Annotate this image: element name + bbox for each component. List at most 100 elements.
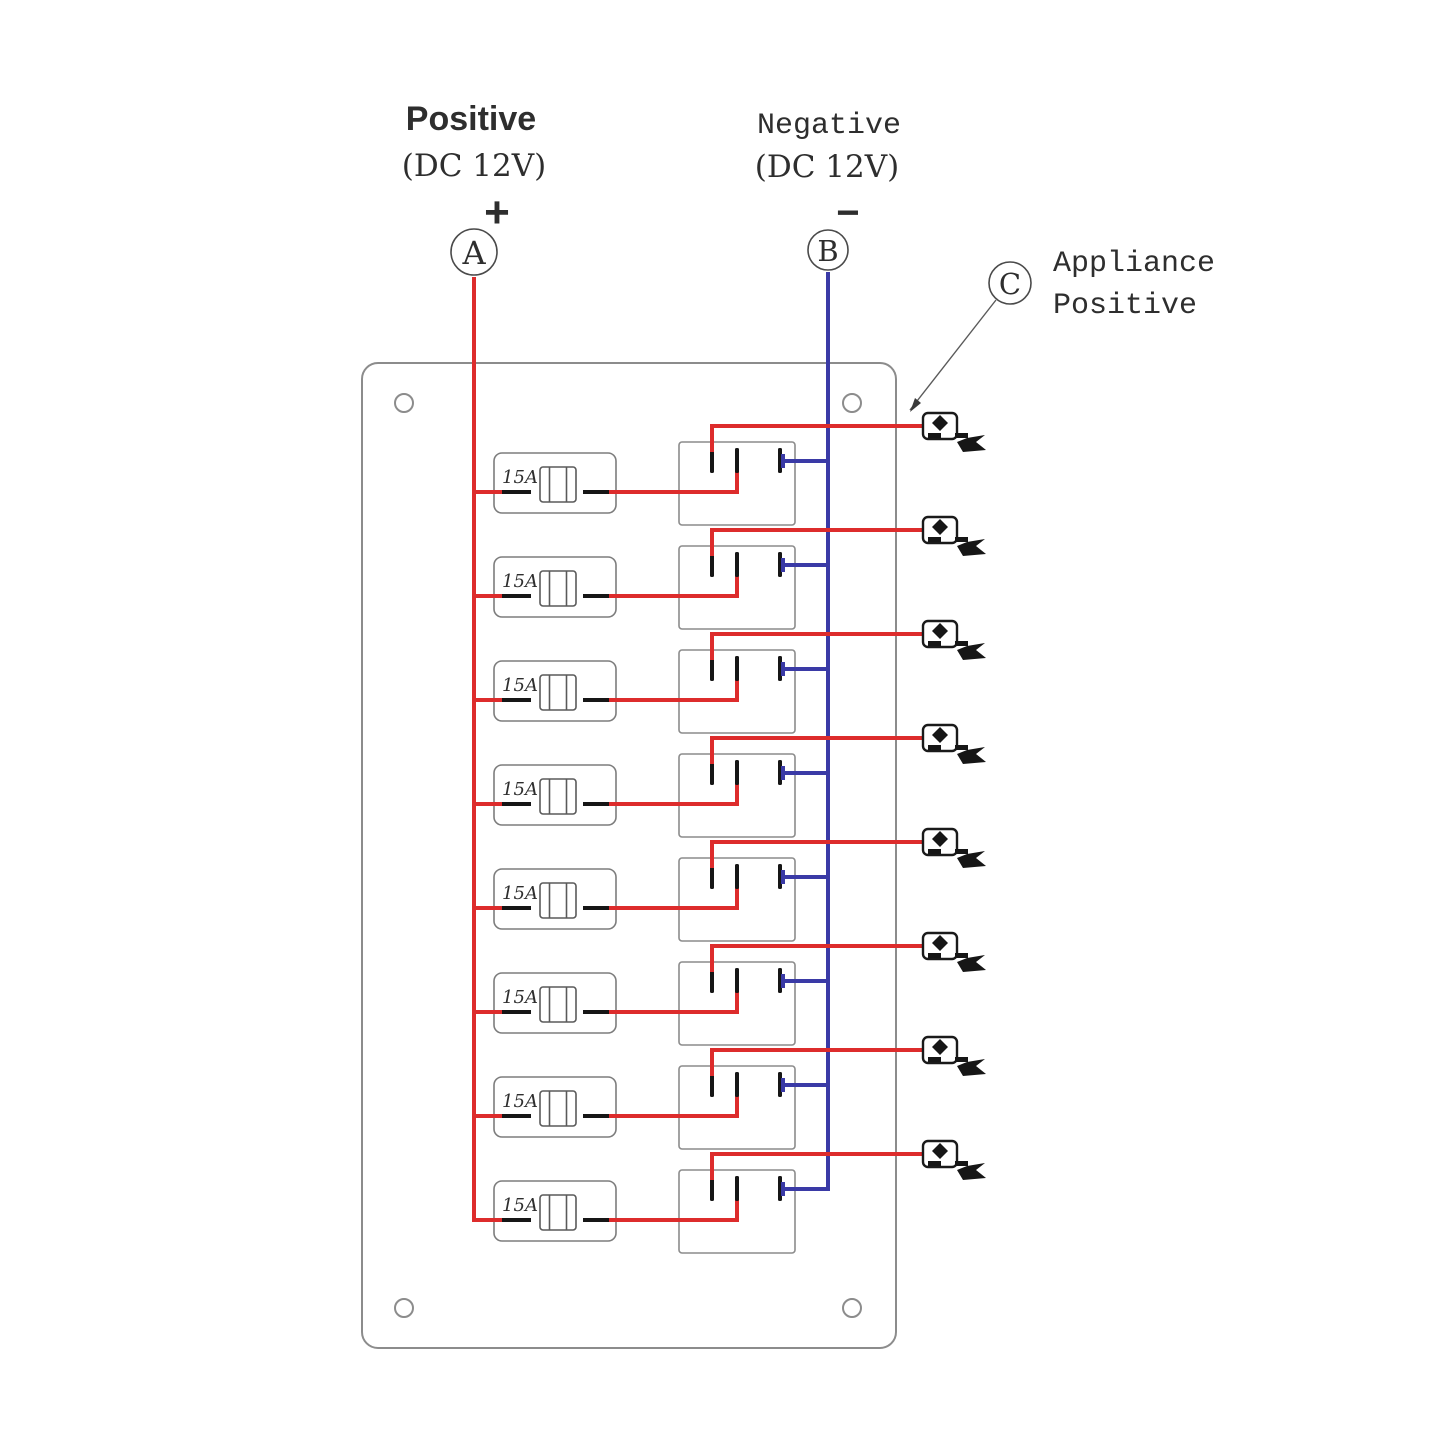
appliance-label-line1: Appliance	[1053, 247, 1215, 281]
spade-arm	[955, 641, 968, 646]
mounting-hole-icon	[394, 393, 414, 413]
spade-terminal-icon	[957, 435, 986, 452]
circuit-row: 15A	[473, 723, 986, 838]
circuit-rows-layer: 15A 15A	[473, 411, 986, 1254]
switch-to-appliance-wire	[710, 840, 925, 868]
negative-source-label-group: Negative (DC 12V) − B	[755, 109, 901, 271]
mounting-hole-icon	[842, 1298, 862, 1318]
leader-line	[909, 299, 997, 411]
terminal-contact-bar	[928, 1057, 941, 1062]
mounting-hole-icon	[842, 393, 862, 413]
switch-contact-bar	[735, 1176, 739, 1201]
fuse-rating-label: 15A	[502, 779, 538, 800]
switch-contact-bar	[710, 1072, 714, 1097]
switch-contact-bar	[710, 864, 714, 889]
terminal-diamond-icon	[932, 935, 948, 951]
fuse-to-switch-wire	[609, 782, 739, 806]
switch-contact-bar	[735, 552, 739, 577]
spade-terminal-icon	[957, 643, 986, 660]
fuse-rating-label: 15A	[502, 987, 538, 1008]
mounting-hole-icon	[394, 1298, 414, 1318]
positive-voltage-label: (DC 12V)	[402, 148, 546, 184]
switch-to-appliance-wire	[710, 424, 925, 452]
circuit-row: 15A	[473, 515, 986, 630]
circuit-row: 15A	[473, 931, 986, 1046]
switch-contact-bar	[735, 968, 739, 993]
appliance-label-line2: Positive	[1053, 289, 1197, 323]
spade-terminal-icon	[957, 1059, 986, 1076]
switch-contact-bar	[735, 448, 739, 473]
node-a-marker	[450, 228, 498, 276]
spade-arm	[955, 745, 968, 750]
fuse-to-switch-wire	[609, 1198, 739, 1222]
spade-arm	[955, 1161, 968, 1166]
fuse-symbol	[539, 778, 577, 815]
fuse-symbol	[539, 466, 577, 503]
fuse-to-switch-wire	[609, 886, 739, 910]
switch-contact-bar	[710, 656, 714, 681]
spade-terminal-icon	[957, 539, 986, 556]
node-c-marker	[988, 261, 1032, 305]
switch-contact-bar	[735, 760, 739, 785]
node-a-letter: A	[461, 234, 486, 272]
terminal-contact-bar	[928, 849, 941, 854]
spade-arm	[955, 433, 968, 438]
fuse-symbol	[539, 570, 577, 607]
terminal-diamond-icon	[932, 519, 948, 535]
spade-terminal-icon	[957, 851, 986, 868]
switch-contact-bar	[710, 968, 714, 993]
switch-contact-bar	[710, 1176, 714, 1201]
switch-to-appliance-wire	[710, 1048, 925, 1076]
fuse-symbol	[539, 1194, 577, 1231]
leader-arrowhead-icon	[910, 398, 921, 412]
fuse-rating-label: 15A	[502, 467, 538, 488]
plus-symbol: +	[484, 188, 510, 237]
spade-arm	[955, 849, 968, 854]
fuse-to-switch-wire	[609, 678, 739, 702]
negative-voltage-label: (DC 12V)	[755, 149, 899, 185]
terminal-diamond-icon	[932, 415, 948, 431]
switch-to-appliance-wire	[710, 736, 925, 764]
switch-to-appliance-wire	[710, 632, 925, 660]
circuit-row: 15A	[473, 827, 986, 942]
negative-label: Negative	[757, 109, 901, 143]
terminal-diamond-icon	[932, 727, 948, 743]
fuse-rating-label: 15A	[502, 571, 538, 592]
node-c-letter: C	[999, 267, 1021, 301]
fuse-rating-label: 15A	[502, 1195, 538, 1216]
switch-contact-bar	[710, 760, 714, 785]
spade-terminal-icon	[957, 747, 986, 764]
terminal-diamond-icon	[932, 831, 948, 847]
fuse-symbol	[539, 1090, 577, 1127]
spade-arm	[955, 953, 968, 958]
fuse-to-switch-wire	[609, 1094, 739, 1118]
fuse-to-switch-wire	[609, 574, 739, 598]
fuse-rating-label: 15A	[502, 883, 538, 904]
switch-contact-bar	[710, 552, 714, 577]
terminal-contact-bar	[928, 433, 941, 438]
switch-to-appliance-wire	[710, 944, 925, 972]
spade-terminal-icon	[957, 955, 986, 972]
fuse-rating-label: 15A	[502, 1091, 538, 1112]
switch-contact-bar	[735, 864, 739, 889]
minus-symbol: −	[836, 191, 859, 235]
positive-source-label-group: Positive (DC 12V) + A	[402, 100, 546, 276]
switch-contact-bar	[735, 656, 739, 681]
fuse-symbol	[539, 882, 577, 919]
node-b-letter: B	[817, 234, 838, 268]
switch-contact-bar	[710, 448, 714, 473]
terminal-contact-bar	[928, 537, 941, 542]
circuit-row: 15A	[473, 411, 986, 526]
circuit-row: 15A	[473, 1139, 986, 1254]
terminal-contact-bar	[928, 745, 941, 750]
terminal-contact-bar	[928, 953, 941, 958]
appliance-output-label-group: C Appliance Positive	[909, 247, 1215, 412]
terminal-diamond-icon	[932, 1143, 948, 1159]
positive-label: Positive	[406, 100, 536, 138]
panel-outline	[361, 362, 897, 1349]
terminal-diamond-icon	[932, 623, 948, 639]
fuse-symbol	[539, 674, 577, 711]
fuse-to-switch-wire	[609, 470, 739, 494]
